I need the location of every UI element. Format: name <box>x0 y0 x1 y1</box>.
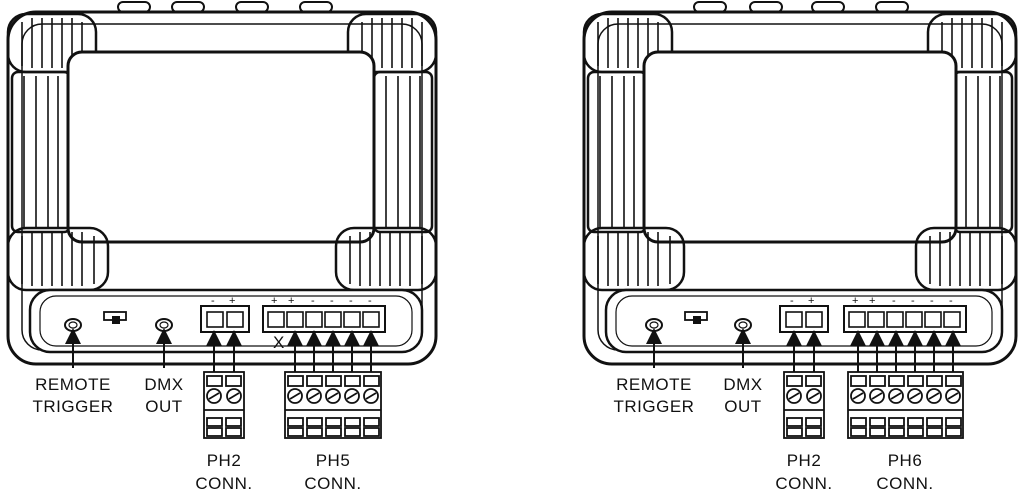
ph2-label-line1: PH2 <box>787 451 822 470</box>
dmx-label-line1: DMX <box>723 375 762 394</box>
dmx-out-port[interactable] <box>734 318 752 332</box>
dmx-out-port[interactable] <box>155 318 173 332</box>
svg-text:-: - <box>330 295 334 307</box>
center-window <box>642 50 958 244</box>
arrows-left <box>65 328 379 372</box>
remote-label-line1: REMOTE <box>616 375 692 394</box>
toggle-switch[interactable] <box>103 311 127 324</box>
ph5-label-line2: CONN. <box>304 474 361 493</box>
dmx-label-line2: OUT <box>145 397 182 416</box>
connector-panel-inner <box>39 295 413 347</box>
svg-text:-: - <box>930 295 934 307</box>
svg-text:+: + <box>288 295 294 307</box>
x-mark: X <box>273 333 285 352</box>
connector-panel-inner <box>615 295 993 347</box>
remote-trigger-jack[interactable] <box>645 318 663 332</box>
top-bumps <box>117 1 333 13</box>
ph2-label-line2: CONN. <box>195 474 252 493</box>
remote-trigger-jack[interactable] <box>64 318 82 332</box>
ph2-label-line1: PH2 <box>207 451 242 470</box>
dmx-label-line2: OUT <box>724 397 761 416</box>
device-left: - + + + - - - - X <box>6 1 438 493</box>
remote-label-line2: TRIGGER <box>33 397 114 416</box>
ph2-socket[interactable]: - + <box>779 295 829 333</box>
top-bumps <box>693 1 909 13</box>
ph2-plug <box>783 371 825 439</box>
svg-text:+: + <box>869 295 875 307</box>
svg-text:+: + <box>852 295 858 307</box>
ph2-socket[interactable]: - + <box>200 295 250 333</box>
svg-text:-: - <box>311 295 315 307</box>
ph6-label-line1: PH6 <box>888 451 923 470</box>
ph5-label-line1: PH5 <box>316 451 351 470</box>
arrows-right <box>646 328 961 372</box>
ph5-socket[interactable]: + + - - - - <box>262 295 386 333</box>
pin-sign-plus: + <box>229 295 235 307</box>
ph6-socket[interactable]: + + - - - - <box>843 295 967 333</box>
svg-text:-: - <box>911 295 915 307</box>
svg-text:-: - <box>368 295 372 307</box>
ph2-plug <box>203 371 245 439</box>
center-window <box>66 50 376 244</box>
toggle-switch[interactable] <box>684 311 708 324</box>
ph6-plug <box>847 371 964 439</box>
side-rail-right <box>952 70 1014 234</box>
device-right: - + + + - - - - <box>582 1 1018 493</box>
svg-text:-: - <box>790 295 794 307</box>
svg-text:+: + <box>808 295 814 307</box>
grip-top-right <box>346 12 438 74</box>
remote-label-line1: REMOTE <box>35 375 111 394</box>
ph2-label-line2: CONN. <box>775 474 832 493</box>
svg-text:+: + <box>271 295 277 307</box>
svg-text:-: - <box>349 295 353 307</box>
dmx-label-line1: DMX <box>144 375 183 394</box>
ph6-label-line2: CONN. <box>876 474 933 493</box>
pin-sign-minus: - <box>211 295 215 307</box>
remote-label-line2: TRIGGER <box>614 397 695 416</box>
svg-text:-: - <box>949 295 953 307</box>
ph5-plug <box>284 371 382 439</box>
svg-text:-: - <box>892 295 896 307</box>
